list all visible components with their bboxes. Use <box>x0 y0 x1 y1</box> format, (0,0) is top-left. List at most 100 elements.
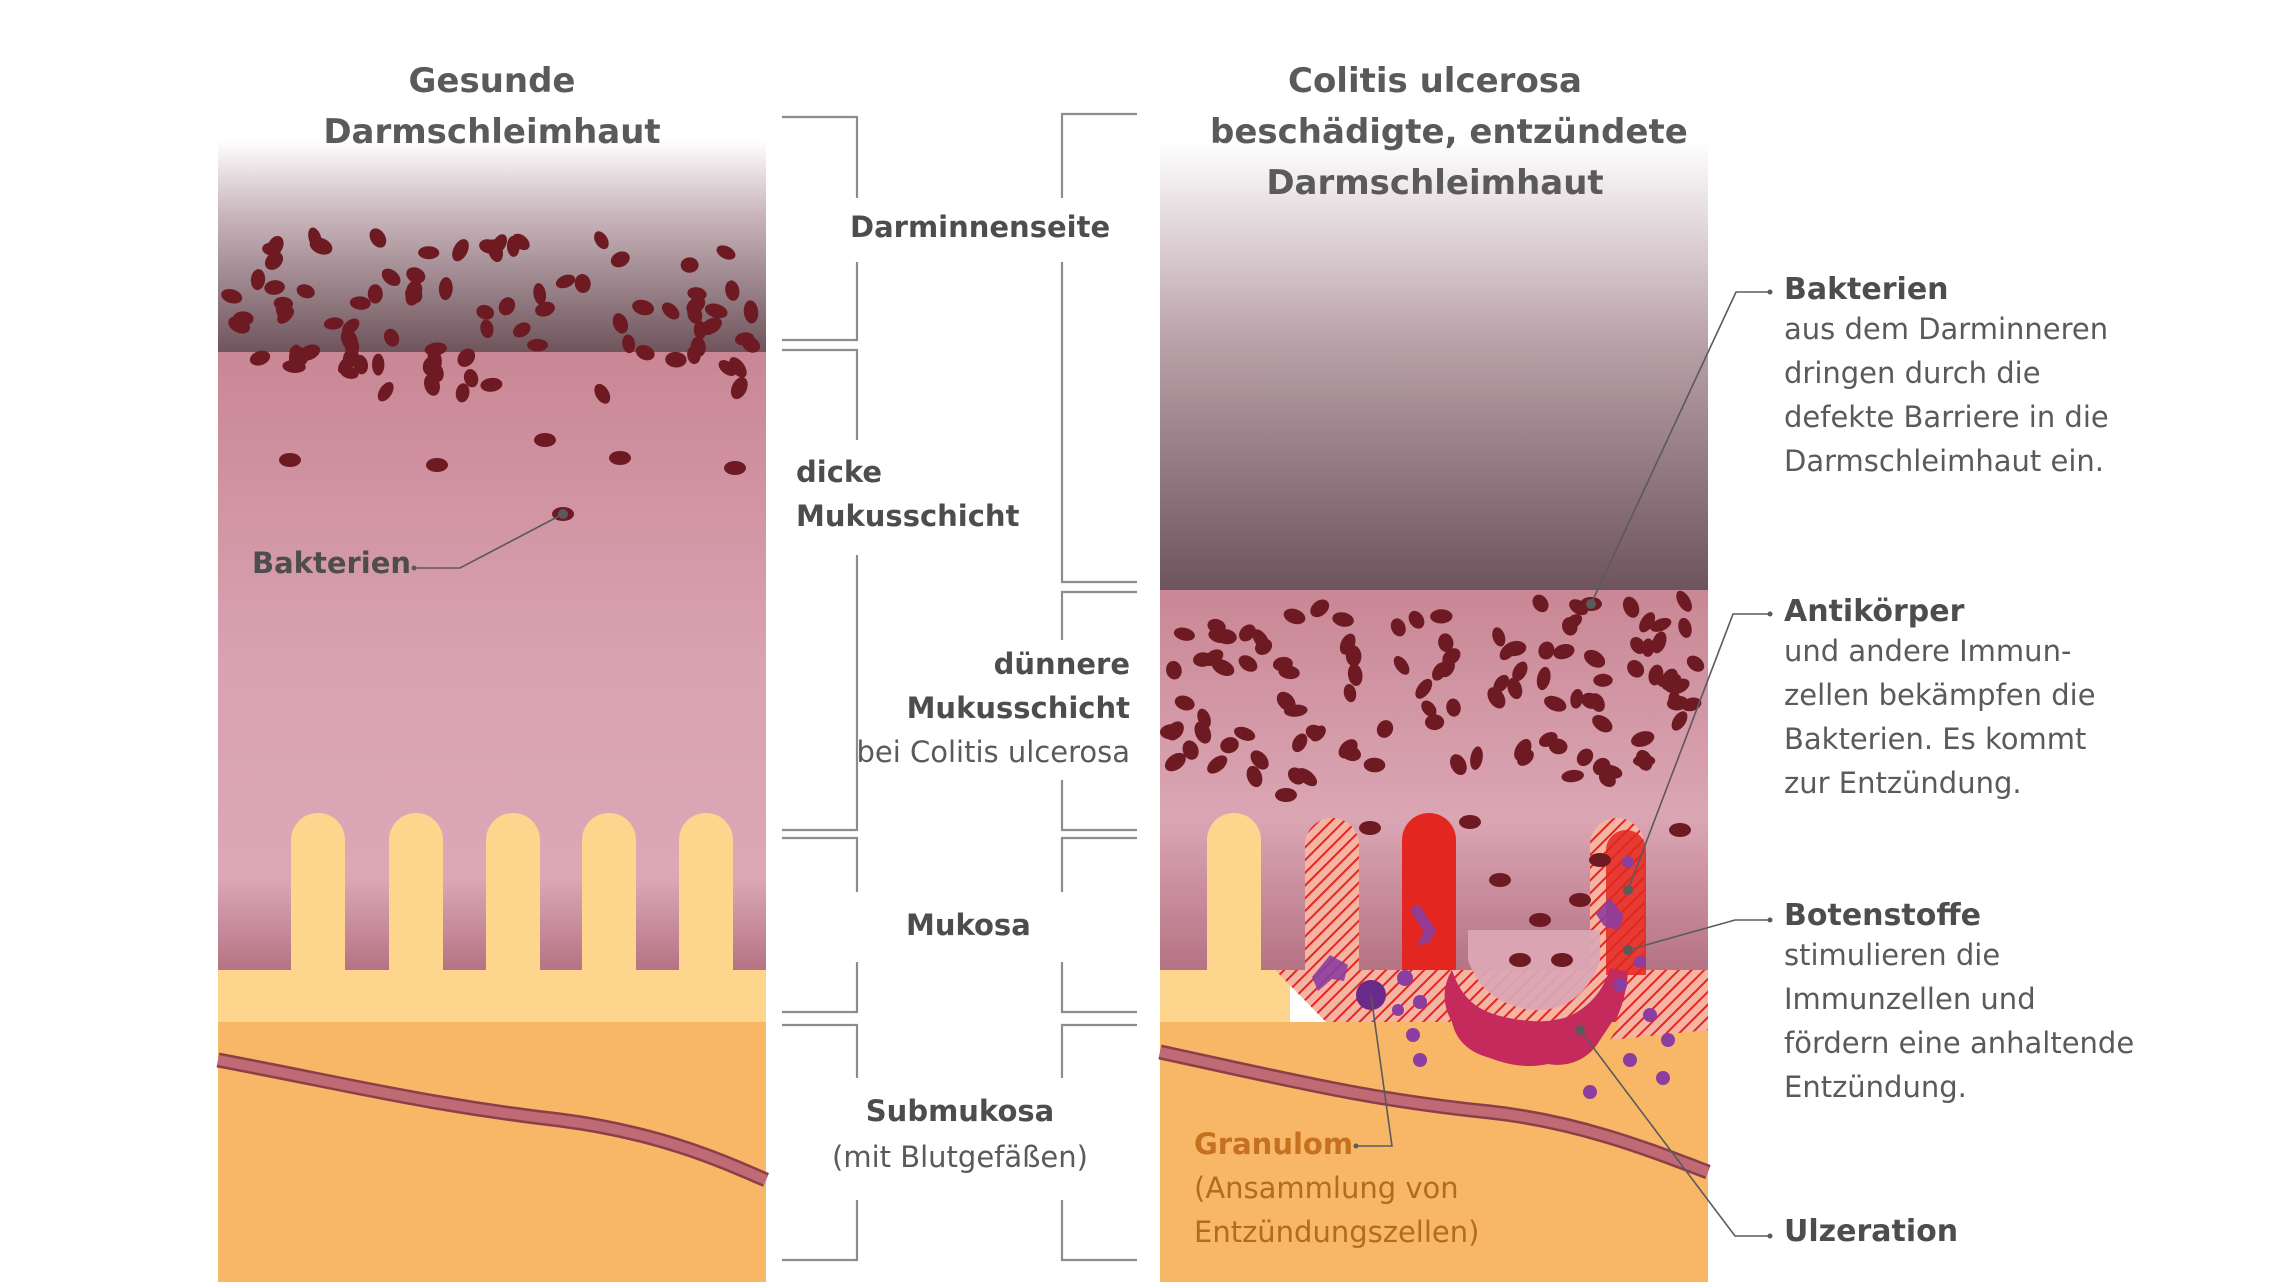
left-panel-title: Gesunde Darmschleimhaut <box>292 56 692 158</box>
bacterium <box>1650 617 1672 632</box>
bacterium <box>1250 750 1269 770</box>
bracket-submukosa-left <box>782 1023 859 1078</box>
bacterium <box>1234 726 1256 741</box>
bacterium <box>1393 656 1410 675</box>
bacterium <box>1287 767 1306 785</box>
bacterium <box>725 280 740 301</box>
bacterium <box>632 299 654 316</box>
label-line: dünnere <box>993 647 1130 681</box>
bacterium <box>476 304 495 320</box>
bacterium <box>1450 754 1467 776</box>
bacterium <box>1569 893 1591 907</box>
title-line: Darmschleimhaut <box>323 112 661 152</box>
title-line: Darmschleimhaut <box>1266 163 1604 203</box>
bacterium <box>687 287 707 301</box>
bacterium <box>424 373 440 396</box>
bacterium <box>1338 739 1358 759</box>
bacterium <box>1207 755 1228 774</box>
annotation-title: Bakterien <box>1784 272 1949 307</box>
bacterium <box>1376 720 1394 738</box>
bacterium <box>533 283 547 305</box>
bacterium <box>1509 953 1531 967</box>
bacterium <box>406 267 426 284</box>
left-villi <box>218 813 766 1022</box>
bacterium <box>1339 633 1356 655</box>
bacterium <box>405 282 423 306</box>
bacterium <box>1438 633 1454 653</box>
annotation-line: fördern eine anhaltende <box>1784 1026 2135 1060</box>
bacterium <box>1517 749 1534 766</box>
bacterium <box>1220 737 1239 754</box>
bacterium <box>1592 714 1613 733</box>
annotation-line: zellen bekämpfen die <box>1784 678 2096 712</box>
bacterium <box>422 356 439 376</box>
bacterium <box>1584 649 1606 668</box>
bacterium <box>1246 765 1263 788</box>
bacterium <box>1332 612 1354 627</box>
bacterium <box>1359 821 1381 835</box>
bacterium <box>1310 725 1326 742</box>
bacterium <box>1669 823 1691 837</box>
bacterium <box>1278 665 1300 680</box>
bacterium <box>367 284 383 304</box>
bacterium <box>527 338 549 352</box>
annotation-line: Immunzellen und <box>1784 982 2036 1016</box>
bacterium <box>1292 733 1308 753</box>
bacterium <box>1512 661 1528 682</box>
bacterium <box>1173 627 1195 641</box>
label-note: bei Colitis ulcerosa <box>856 735 1130 769</box>
bacterium <box>716 245 736 260</box>
bacterium <box>349 296 371 310</box>
bacterium <box>1676 590 1692 612</box>
bacterium <box>463 369 479 388</box>
bacterium <box>323 317 344 330</box>
bacterium <box>337 355 356 374</box>
bacterium <box>1593 673 1613 687</box>
layer-brackets <box>782 112 1137 1262</box>
bacterium <box>743 300 759 324</box>
left-panel-artwork <box>216 140 769 1282</box>
bacterium <box>1425 714 1445 731</box>
bacterium <box>1686 655 1705 672</box>
bacterium <box>250 269 266 291</box>
inflamed-villus <box>1402 813 1456 970</box>
bacterium <box>686 296 706 315</box>
bacterium <box>308 227 322 249</box>
granulom-title: Granulom <box>1194 1127 1354 1161</box>
bacterium <box>1275 788 1297 802</box>
bacterium <box>1487 687 1506 709</box>
bacterium <box>1470 746 1483 770</box>
annotation-antikoerper: Antikörper und andere Immun- zellen bekä… <box>1784 594 2096 805</box>
bacterium <box>1529 913 1551 927</box>
label-line: Mukusschicht <box>796 499 1020 533</box>
bacterium <box>1415 678 1433 699</box>
bacterium <box>1651 631 1667 654</box>
bacterium <box>340 328 358 351</box>
bacterium <box>665 351 687 368</box>
bacterium <box>1589 853 1611 867</box>
inflamed-mucosa-zone <box>1275 818 1708 1022</box>
bacterium <box>1661 672 1677 693</box>
right-panel-title: Colitis ulcerosa beschädigte, entzündete… <box>1210 56 1688 209</box>
bacterium <box>1592 757 1611 776</box>
bacterium <box>279 453 301 467</box>
bacterium <box>492 234 508 254</box>
bacterium <box>1570 688 1584 709</box>
bacterium <box>1627 660 1645 678</box>
bacterium <box>1598 771 1616 787</box>
bacterium <box>275 300 290 323</box>
annotation-line: stimulieren die <box>1784 938 2001 972</box>
bracket-lumen-right <box>1060 112 1137 198</box>
annotation-botenstoffe: Botenstoffe stimulieren die Immunzellen … <box>1784 898 2134 1109</box>
bacterium <box>635 345 655 361</box>
annotation-line: zur Entzündung. <box>1784 766 2022 800</box>
annotation-line: Bakterien. Es kommt <box>1784 722 2087 756</box>
bacterium <box>555 274 576 289</box>
bacterium <box>594 383 611 404</box>
bacterium <box>498 297 516 316</box>
bacterium <box>1164 752 1186 772</box>
title-line: Colitis ulcerosa <box>1288 61 1582 101</box>
bacterium <box>622 334 636 354</box>
granulom-label: Granulom (Ansammlung von Entzündungszell… <box>1194 1122 1479 1254</box>
